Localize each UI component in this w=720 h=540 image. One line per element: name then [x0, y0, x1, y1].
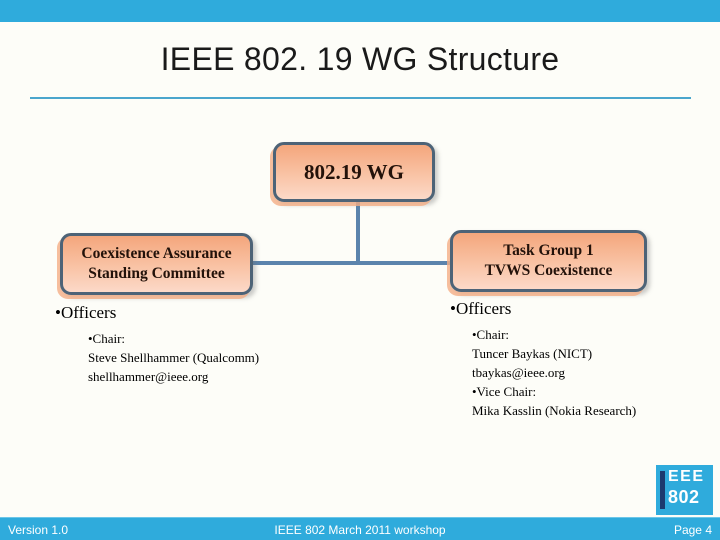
top-accent-bar — [0, 0, 720, 22]
coexistence-committee-box: Coexistence Assurance Standing Committee — [60, 233, 253, 295]
right-officer-line: tbaykas@ieee.org — [472, 365, 565, 380]
connector-horizontal — [253, 261, 450, 265]
right-officer-line: Tuncer Baykas (NICT) — [472, 346, 593, 361]
right-officer-line: •Chair: — [472, 327, 510, 342]
right-officers-lines: •Chair: Tuncer Baykas (NICT) tbaykas@iee… — [472, 325, 636, 420]
logo-i-bar — [660, 471, 665, 509]
footer-workshop-label: IEEE 802 March 2011 workshop — [274, 523, 446, 537]
left-officers-list: •Officers •Chair: Steve Shellhammer (Qua… — [55, 303, 259, 386]
wg-root-box: 802.19 WG — [273, 142, 435, 202]
logo-line-802: 802 — [668, 487, 700, 507]
task-group-box-line2: TVWS Coexistence — [484, 262, 613, 279]
left-officer-line: shellhammer@ieee.org — [88, 369, 209, 384]
right-officers-list: •Officers •Chair: Tuncer Baykas (NICT) t… — [450, 299, 636, 420]
footer-version-label: Version 1.0 — [8, 523, 69, 537]
right-officer-line: •Vice Chair: — [472, 384, 537, 399]
left-officers-heading: •Officers — [55, 303, 117, 322]
task-group-box: Task Group 1 TVWS Coexistence — [450, 230, 647, 292]
ieee-802-logo: EEE 802 — [656, 465, 713, 515]
slide-title: IEEE 802. 19 WG Structure — [160, 41, 560, 77]
connector-vertical — [356, 200, 360, 263]
footer-bar: IEEE 802 March 2011 workshop Version 1.0… — [0, 517, 720, 540]
footer-page-number: Page 4 — [673, 523, 712, 537]
left-officer-line: •Chair: — [88, 331, 126, 346]
left-officer-line: Steve Shellhammer (Qualcomm) — [88, 350, 260, 365]
logo-text: EEE 802 — [668, 468, 705, 507]
logo-line-eee: EEE — [668, 468, 705, 485]
coexistence-committee-box-line1: Coexistence Assurance — [81, 245, 232, 262]
title-underline — [30, 97, 691, 99]
right-officers-heading: •Officers — [450, 299, 512, 318]
task-group-box-line1: Task Group 1 — [503, 242, 594, 259]
right-officer-line: Mika Kasslin (Nokia Research) — [472, 403, 637, 418]
wg-root-box-label: 802.19 WG — [304, 159, 404, 184]
left-officers-lines: •Chair: Steve Shellhammer (Qualcomm) she… — [88, 329, 259, 386]
coexistence-committee-box-line2: Standing Committee — [88, 265, 225, 282]
